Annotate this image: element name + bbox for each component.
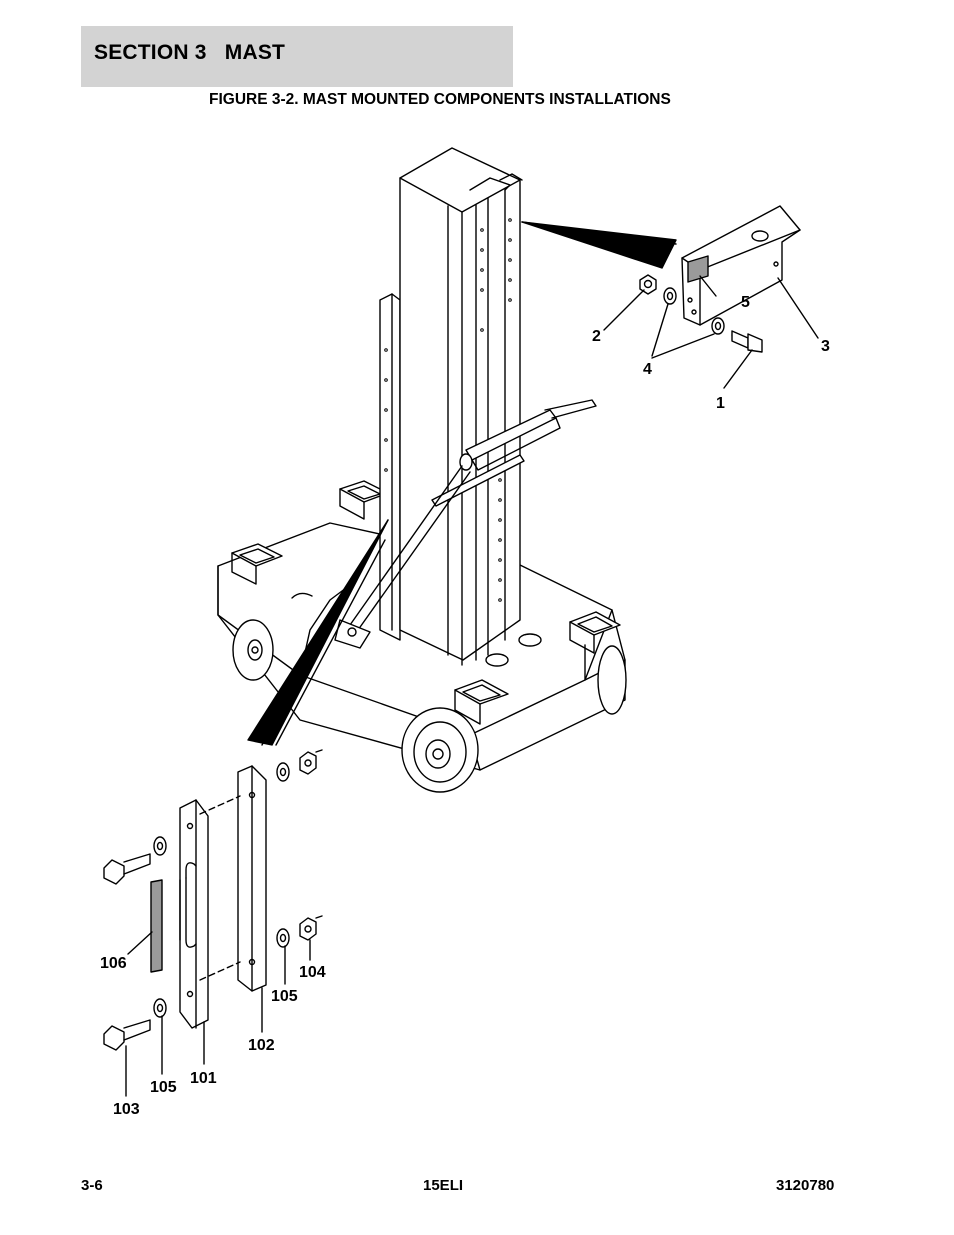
callout-4: 4 (643, 361, 652, 378)
handle-plate-assembly (103, 749, 323, 1097)
mast-column (379, 147, 523, 666)
page-number: 3-6 (81, 1177, 103, 1194)
callout-101: 101 (190, 1070, 217, 1087)
section-title: SECTION 3 MAST (94, 41, 286, 64)
callout-3: 3 (821, 338, 830, 355)
callout-2: 2 (592, 328, 601, 345)
callout-106: 106 (100, 955, 127, 972)
bracket-assembly (603, 205, 819, 389)
caster-wheels (232, 619, 627, 793)
callout-1: 1 (716, 395, 725, 412)
section-header: SECTION 3 MAST (81, 26, 513, 87)
callout-5: 5 (741, 294, 750, 311)
document-number: 3120780 (776, 1177, 835, 1194)
callout-103: 103 (113, 1101, 140, 1118)
figure-title: FIGURE 3-2. MAST MOUNTED COMPONENTS INST… (209, 91, 671, 108)
handle-assembly (334, 399, 597, 649)
callout-104: 104 (299, 964, 326, 981)
callout-102: 102 (248, 1037, 275, 1054)
mast-holes (384, 218, 512, 602)
callout-labels: 1 2 3 4 5 101 102 103 104 105 105 106 (100, 294, 830, 1118)
leader-arrows (247, 221, 677, 746)
callout-105-left: 105 (150, 1079, 177, 1096)
model-name: 15ELI (423, 1177, 464, 1194)
callout-105-right: 105 (271, 988, 298, 1005)
